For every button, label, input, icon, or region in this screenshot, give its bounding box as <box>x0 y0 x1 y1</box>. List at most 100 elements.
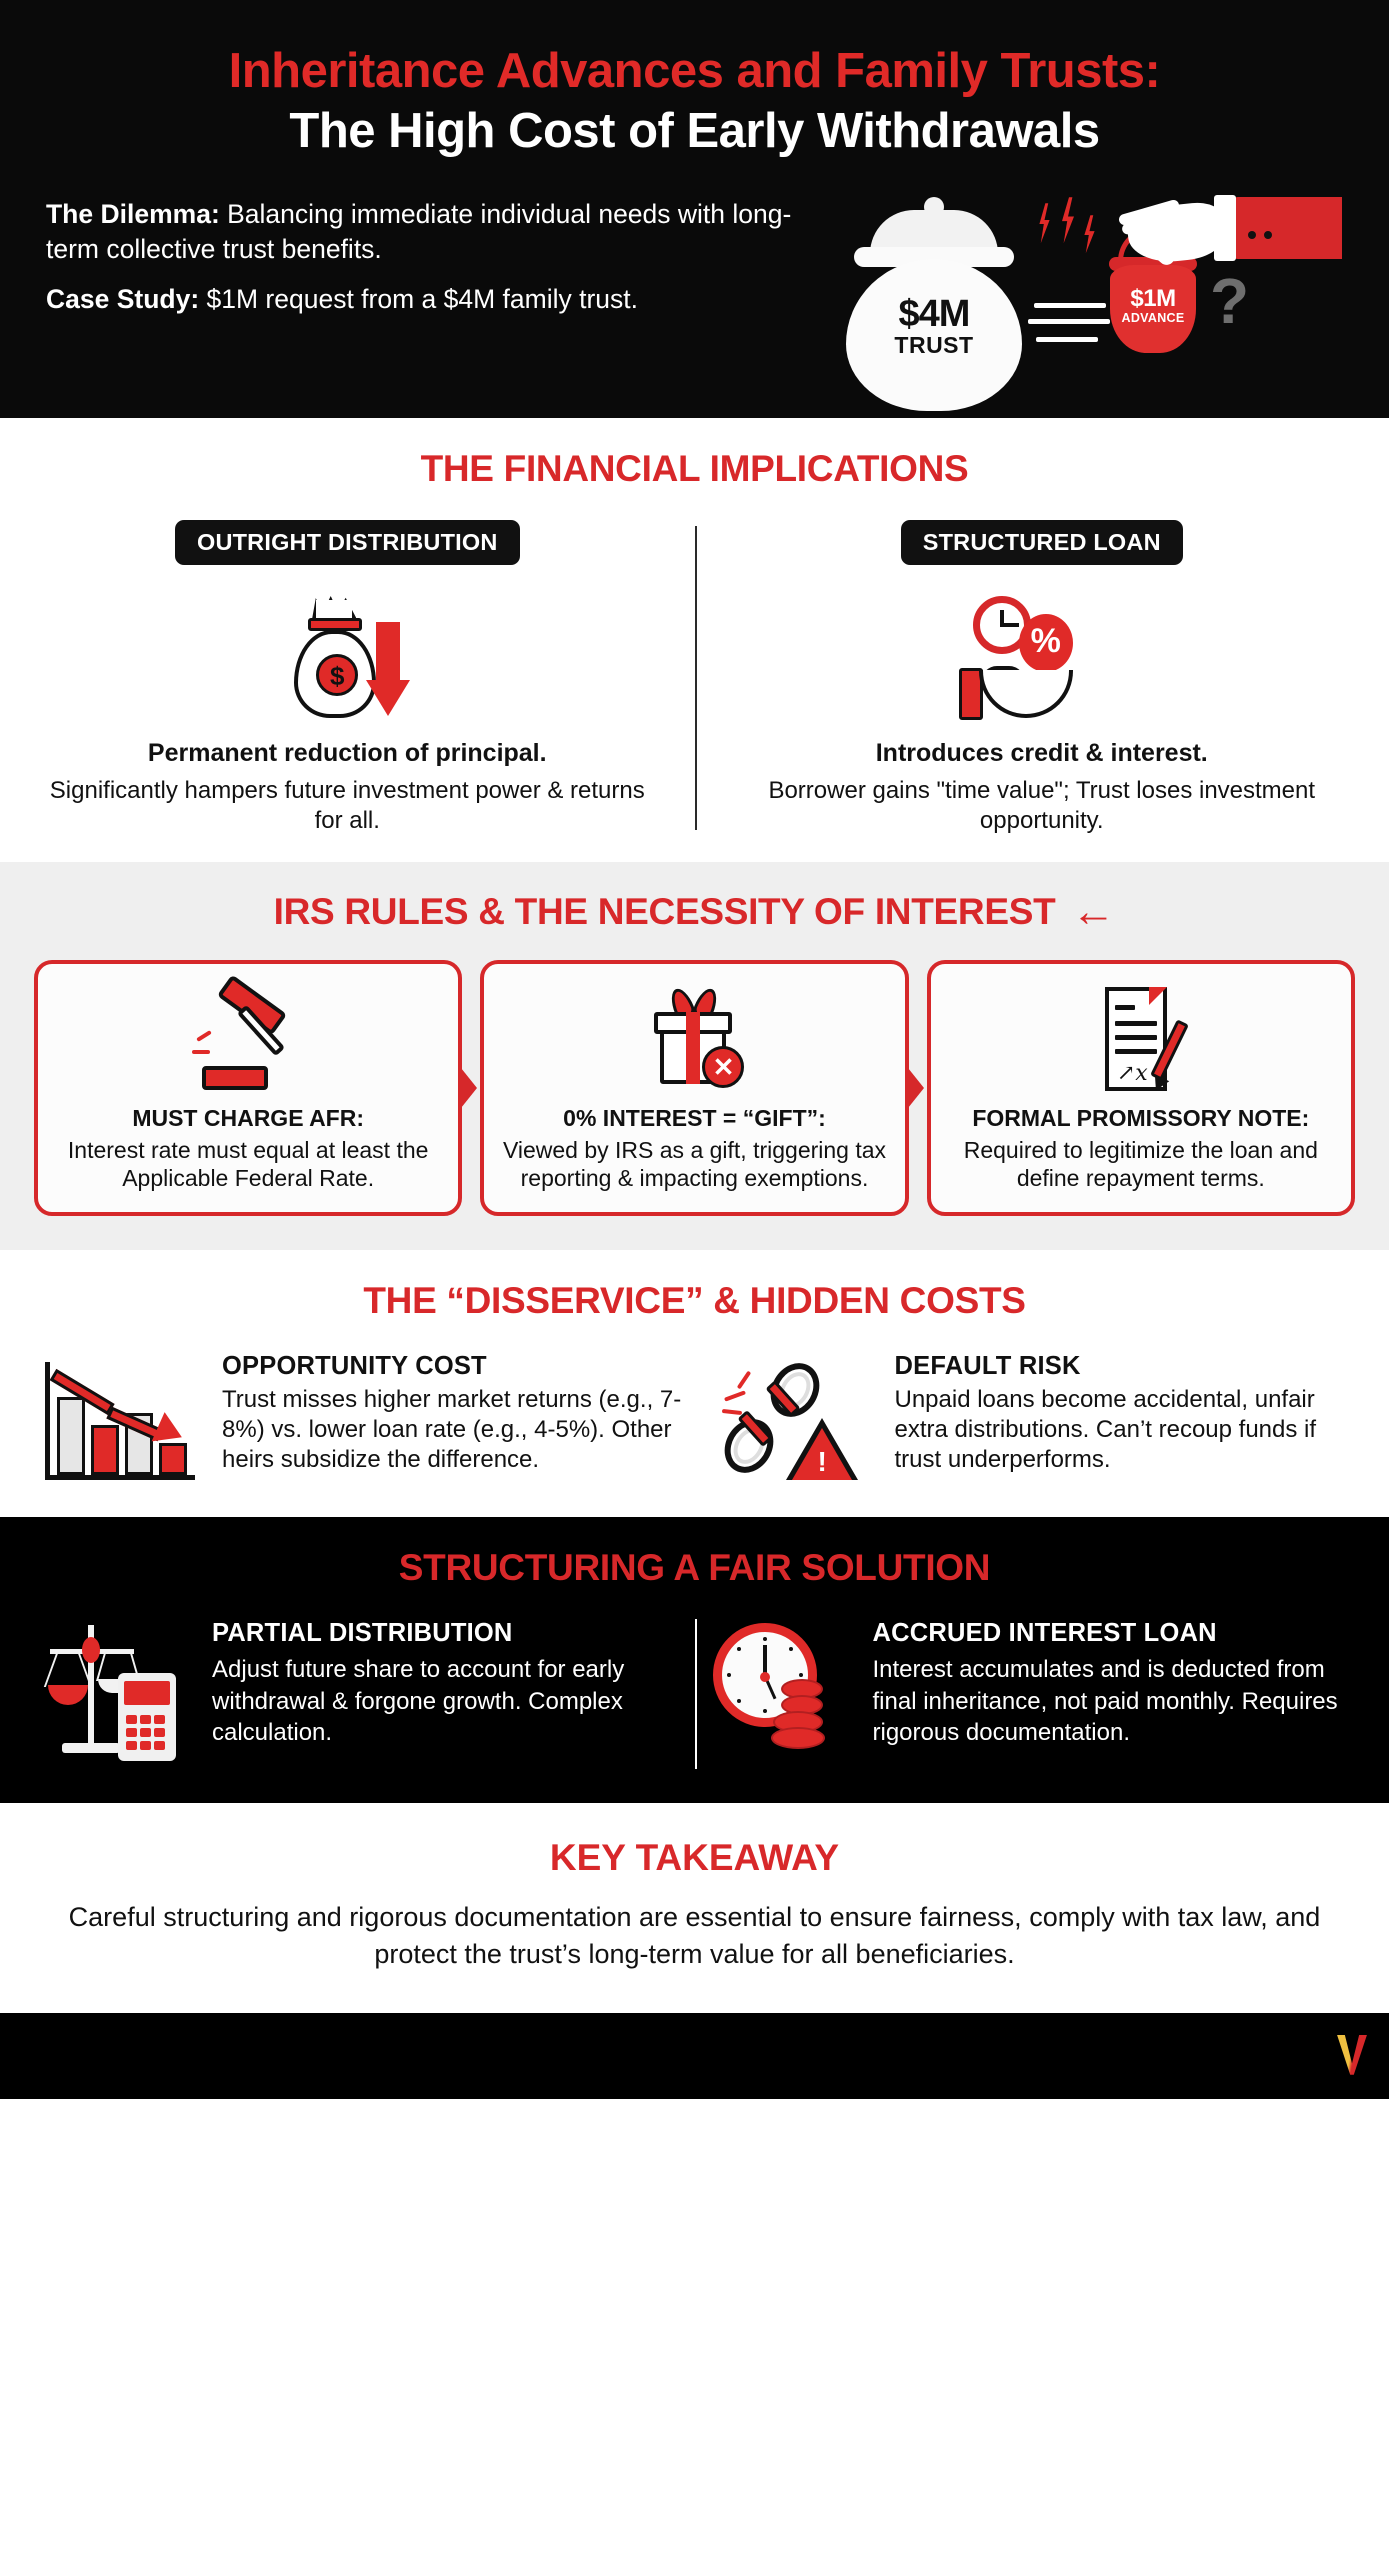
financial-implications-section: THE FINANCIAL IMPLICATIONS OUTRIGHT DIST… <box>0 418 1389 863</box>
case-study-label: Case Study: <box>46 283 200 314</box>
chevron-right-icon <box>461 1068 478 1109</box>
sleeve-shape <box>1232 197 1342 260</box>
calculator-screen <box>124 1681 170 1706</box>
vertical-divider <box>694 526 697 831</box>
signature-mark: ↗x <box>1116 1061 1148 1087</box>
gavel-shape <box>188 974 308 1096</box>
jar-word: TRUST <box>894 332 974 359</box>
jar-amount: $4M <box>898 293 971 336</box>
impact-line <box>736 1370 751 1390</box>
motion-line <box>1034 303 1106 309</box>
motion-line <box>1028 319 1110 325</box>
footer-bar <box>0 2012 1389 2099</box>
advance-word: ADVANCE <box>1121 311 1185 326</box>
coin-stack-item <box>770 1727 825 1750</box>
clock-center <box>759 1672 770 1683</box>
key-takeaway-body: Careful structuring and rigorous documen… <box>68 1902 1321 1970</box>
page-title-line2: The High Cost of Early Withdrawals <box>289 103 1100 158</box>
clock-tick <box>762 1637 767 1642</box>
financial-section-title: THE FINANCIAL IMPLICATIONS <box>420 448 969 489</box>
broken-chain-shape: ! <box>712 1354 872 1491</box>
default-risk-text: DEFAULT RISK Unpaid loans become acciden… <box>895 1352 1356 1475</box>
clock-percent-hand-shape: % <box>957 594 1127 734</box>
scale-wire <box>43 1653 59 1688</box>
gavel-icon <box>52 974 444 1100</box>
outright-head: Permanent reduction of principal. <box>147 739 547 767</box>
impact-line <box>721 1409 742 1416</box>
advance-bag-label: $1M ADVANCE <box>1110 285 1196 325</box>
default-risk-head: DEFAULT RISK <box>894 1352 1081 1381</box>
structured-head: Introduces credit & interest. <box>875 739 1208 767</box>
page-fold <box>1148 987 1167 1006</box>
document-shape: ↗x <box>1081 985 1201 1097</box>
percent-icon: % <box>1018 614 1073 672</box>
outright-body: Significantly hampers future investment … <box>49 777 645 835</box>
jar-lid <box>870 210 998 255</box>
header-section: Inheritance Advances and Family Trusts: … <box>0 0 1389 418</box>
dilemma-label: The Dilemma: <box>46 199 220 230</box>
irs-card-body: Interest rate must equal at least the Ap… <box>67 1137 429 1192</box>
vertical-divider <box>694 1619 697 1770</box>
lightning-bolt-icon <box>1039 203 1050 244</box>
scales-shape <box>43 1619 194 1769</box>
partial-distribution-body: Adjust future share to account for early… <box>212 1656 625 1746</box>
down-arrow-head <box>366 680 411 716</box>
accrued-interest-body: Interest accumulates and is deducted fro… <box>872 1656 1338 1746</box>
chart-x-axis <box>45 1475 195 1481</box>
impact-line <box>192 1050 211 1055</box>
chart-bar <box>159 1443 187 1476</box>
advance-bag-icon <box>1110 265 1196 354</box>
page-title-line1: Inheritance Advances and Family Trusts: <box>228 44 1161 98</box>
fair-solution-section: STRUCTURING A FAIR SOLUTION <box>0 1517 1389 1804</box>
advance-amount: $1M <box>1130 285 1176 313</box>
case-study-line: Case Study: $1M request from a $4M famil… <box>46 282 836 317</box>
key-takeaway-section: KEY TAKEAWAY Careful structuring and rig… <box>0 1803 1389 2013</box>
gift-ribbon <box>686 1012 701 1085</box>
structured-loan-pill: STRUCTURED LOAN <box>900 520 1183 565</box>
brand-logo-icon <box>1337 2034 1367 2075</box>
opportunity-cost-text: OPPORTUNITY COST Trust misses higher mar… <box>222 1352 683 1475</box>
irs-card-afr: MUST CHARGE AFR: Interest rate must equa… <box>34 960 478 1217</box>
bag-neck <box>312 596 357 618</box>
irs-rules-section: IRS RULES & THE NECESSITY OF INTEREST ← … <box>0 862 1389 1251</box>
arrow-left-icon: ← <box>1071 887 1116 937</box>
clock-tick <box>788 1647 793 1652</box>
calculator-key <box>140 1741 151 1751</box>
calculator-key <box>140 1728 151 1738</box>
bar-chart-shape <box>39 1356 199 1491</box>
trust-jar-illustration: $4M TRUST $1M ADVANCE <box>830 191 1343 412</box>
partial-distribution-text: PARTIAL DISTRIBUTION Adjust future share… <box>212 1619 685 1748</box>
lightning-bolt-icon <box>1062 197 1074 244</box>
default-risk-body: Unpaid loans become accidental, unfair e… <box>894 1386 1317 1474</box>
question-mark-icon: ? <box>1210 265 1250 338</box>
text-line <box>1114 1035 1157 1041</box>
warning-triangle-icon <box>791 1428 852 1481</box>
irs-section-title: IRS RULES & THE NECESSITY OF INTEREST <box>273 891 1056 933</box>
accrued-interest-item: ACCRUED INTEREST LOAN Interest accumulat… <box>695 1619 1356 1769</box>
clock-tick <box>798 1673 803 1678</box>
bag-body <box>294 630 377 718</box>
key-takeaway-title: KEY TAKEAWAY <box>549 1837 840 1879</box>
jar-label: $4M TRUST <box>846 293 1022 359</box>
structured-body: Borrower gains "time value"; Trust loses… <box>768 777 1316 835</box>
clock-tick <box>726 1673 731 1678</box>
impact-line <box>723 1390 746 1402</box>
scale-base <box>62 1743 120 1754</box>
dilemma-text: Balancing immediate individual needs wit… <box>46 199 792 265</box>
money-bag-down-arrow-icon: $ <box>34 589 661 739</box>
down-arrow-shaft <box>376 622 401 684</box>
irs-card-head: FORMAL PROMISSORY NOTE: <box>972 1105 1310 1132</box>
text-line <box>1114 1021 1157 1027</box>
irs-card-body: Viewed by IRS as a gift, triggering tax … <box>502 1137 887 1192</box>
dilemma-line: The Dilemma: Balancing immediate individ… <box>46 197 836 267</box>
fair-solution-columns: PARTIAL DISTRIBUTION Adjust future share… <box>0 1619 1389 1770</box>
chart-bar <box>91 1425 119 1476</box>
opportunity-cost-item: OPPORTUNITY COST Trust misses higher mar… <box>34 1352 683 1491</box>
chevron-right-icon <box>907 1068 924 1109</box>
dollar-coin-icon: $ <box>316 654 359 696</box>
calculator-key <box>154 1741 165 1751</box>
case-study-text: $1M request from a $4M family trust. <box>199 283 639 314</box>
header-body: The Dilemma: Balancing immediate individ… <box>0 191 1389 412</box>
calculator-key <box>154 1715 165 1725</box>
chart-bar <box>57 1397 85 1476</box>
